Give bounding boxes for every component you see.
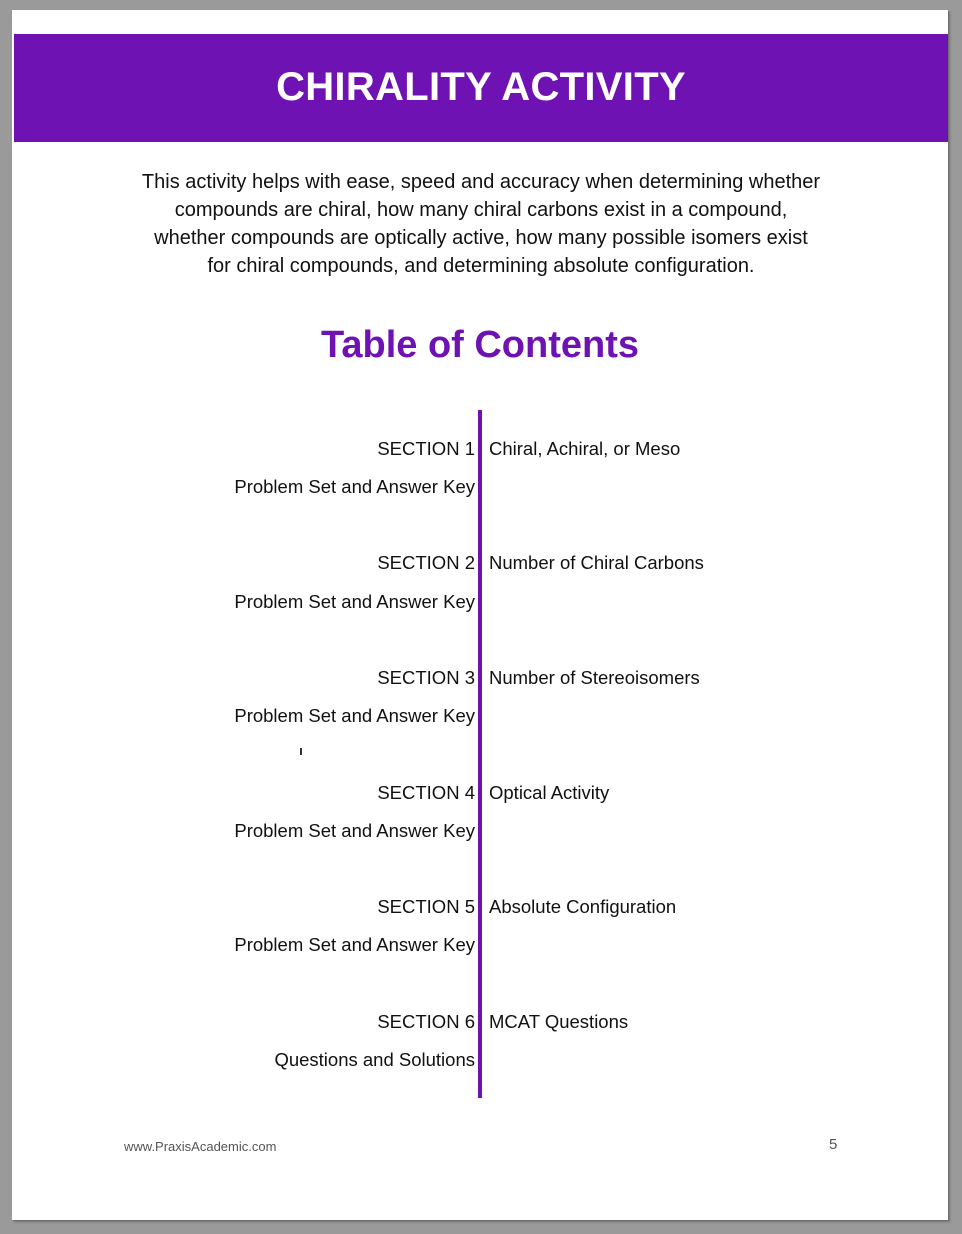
toc-section-title[interactable]: Number of Chiral Carbons [489,552,704,573]
toc-section-title[interactable]: MCAT Questions [489,1011,629,1032]
toc-section-subtitle: Problem Set and Answer Key [234,820,475,841]
toc-section-subtitle: Questions and Solutions [274,1049,475,1070]
toc-section-subtitle: Problem Set and Answer Key [234,591,475,612]
toc-section-title[interactable]: Optical Activity [489,782,610,803]
toc-section-subtitle: Problem Set and Answer Key [234,705,475,726]
toc-section-label: SECTION 1 [377,438,475,459]
page-number: 5 [829,1136,838,1153]
stray-mark [300,748,302,755]
toc-section-label: SECTION 6 [377,1011,475,1032]
intro-line: compounds are chiral, how many chiral ca… [174,199,788,221]
toc-section-subtitle: Problem Set and Answer Key [234,476,475,497]
toc-section-label: SECTION 3 [377,667,475,688]
page-title: CHIRALITY ACTIVITY [276,64,686,109]
toc-heading: Table of Contents [320,324,640,366]
intro-line: for chiral compounds, and determining ab… [207,255,755,277]
toc-section-label: SECTION 5 [377,896,475,917]
intro-line: whether compounds are optically active, … [154,227,808,249]
toc-section-title[interactable]: Absolute Configuration [489,896,677,917]
toc-section-title[interactable]: Chiral, Achiral, or Meso [489,438,681,459]
intro-line: This activity helps with ease, speed and… [141,171,821,193]
toc-divider-line [478,410,482,1098]
toc-section-title[interactable]: Number of Stereoisomers [489,667,700,688]
intro-paragraph: This activity helps with ease, speed and… [102,168,860,280]
toc-section-label: SECTION 4 [377,782,475,803]
toc-section-label: SECTION 2 [377,552,475,573]
footer-website: www.PraxisAcademic.com [124,1139,277,1154]
document-page: CHIRALITY ACTIVITY This activity helps w… [12,10,948,1220]
title-banner: CHIRALITY ACTIVITY [14,34,948,142]
toc-section-subtitle: Problem Set and Answer Key [234,934,475,955]
